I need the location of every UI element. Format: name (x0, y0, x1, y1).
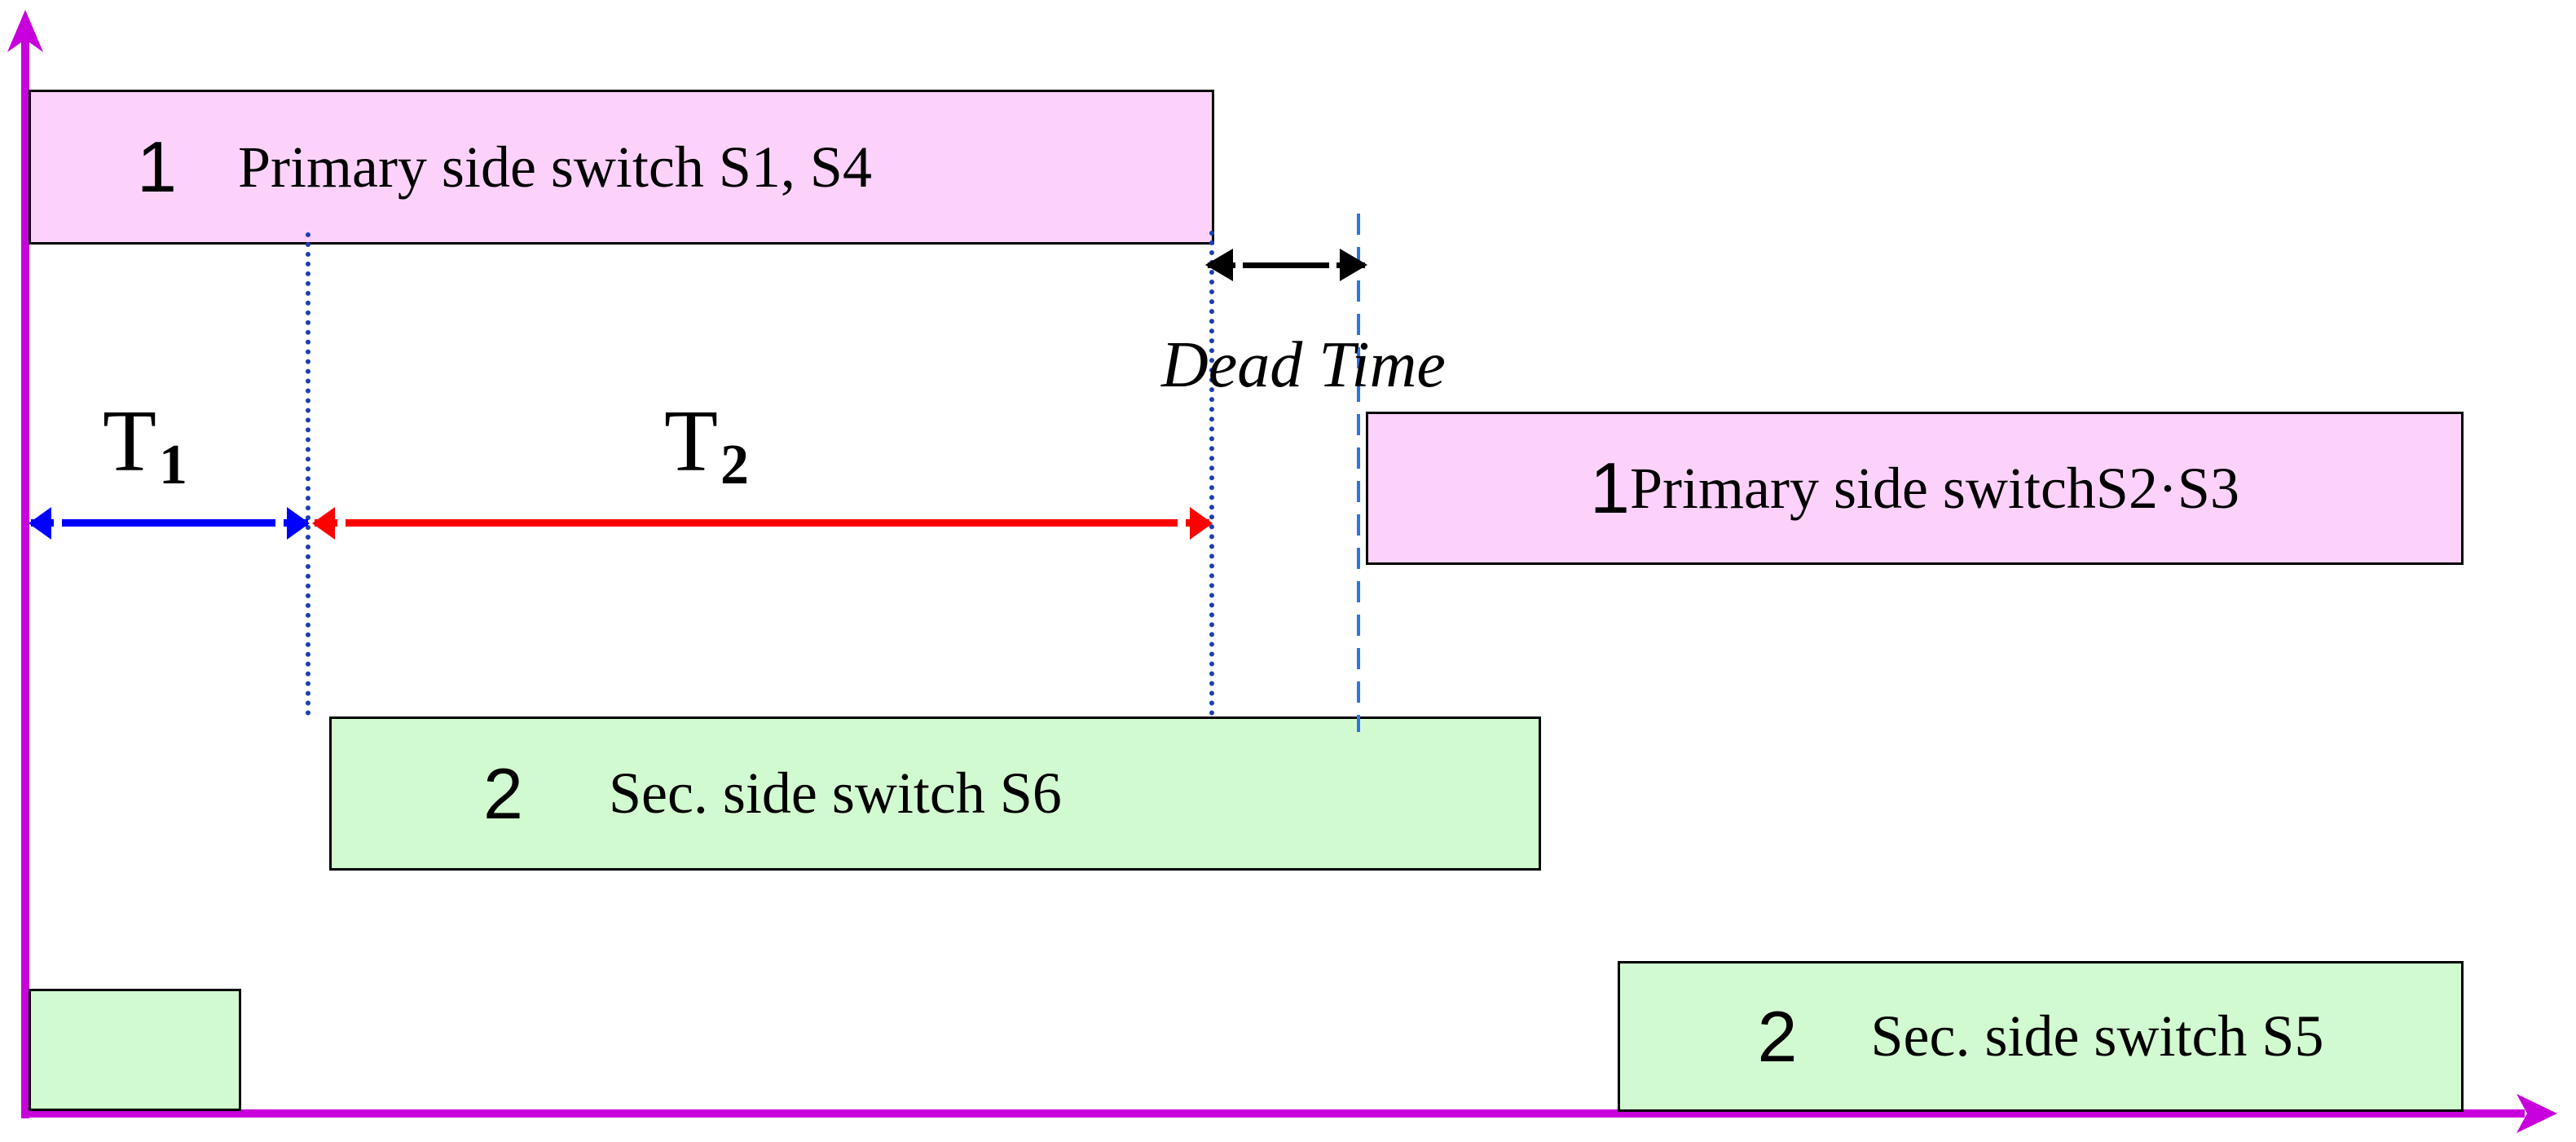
t2-arrow-shaft (315, 519, 1209, 527)
arrow-notch (1329, 261, 1336, 270)
dead-time-label: Dead Time (1161, 329, 1446, 401)
t2-arrow-left-head-icon (312, 507, 335, 540)
box-number: 1 (137, 126, 177, 207)
box-primary-s2-s3: 1 Primary side switchS2·S3 (1366, 412, 2464, 565)
arrow-notch (337, 518, 346, 528)
arrow-notch (1235, 261, 1243, 270)
t2-base: T (664, 393, 718, 490)
box-sec-s6: 2 Sec. side switch S6 (329, 717, 1541, 871)
box-label: Sec. side switch S5 (1870, 1003, 2324, 1069)
t1-arrow-left-head-icon (29, 507, 51, 540)
box-sec-s5: 2 Sec. side switch S5 (1618, 961, 2464, 1112)
arrow-notch (275, 518, 284, 528)
t1-subscript: 1 (158, 434, 187, 496)
y-axis (21, 33, 29, 1118)
dotted-guide-line-1 (306, 232, 310, 716)
dead-time-arrow-right-head-icon (1340, 249, 1367, 281)
box-label: Sec. side switch S6 (608, 761, 1062, 826)
arrow-notch (1178, 518, 1186, 528)
t2-subscript: 2 (720, 434, 749, 496)
t2-label: T2 (664, 398, 749, 494)
box-number: 1 (1590, 448, 1630, 528)
t1-label: T1 (103, 398, 187, 494)
arrow-notch (54, 518, 62, 528)
t1-arrow-shaft (31, 519, 308, 527)
box-primary-s1-s4: 1 Primary side switch S1, S4 (29, 90, 1214, 245)
dotted-guide-line-2 (1209, 231, 1214, 716)
box-small-unlabeled (29, 989, 241, 1111)
box-label: Primary side switch S1, S4 (237, 134, 872, 200)
box-number: 2 (483, 752, 523, 834)
box-label: Primary side switchS2·S3 (1629, 455, 2239, 521)
dead-time-arrow-shaft (1208, 262, 1365, 268)
x-axis (21, 1109, 2525, 1118)
t1-base: T (103, 393, 156, 490)
box-number: 2 (1757, 995, 1798, 1077)
dashed-guide-line (1357, 214, 1360, 732)
